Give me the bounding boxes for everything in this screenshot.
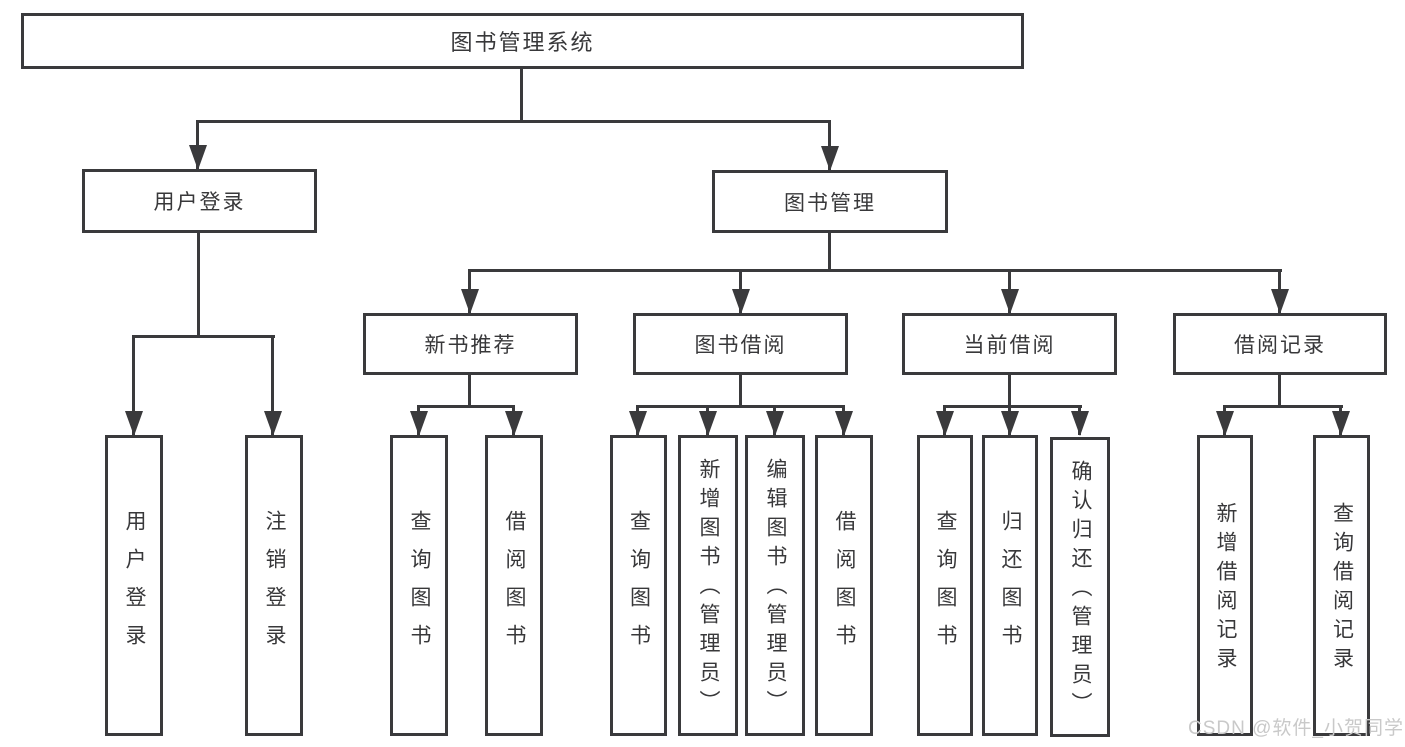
node-current-borrow: 当前借阅 [902,313,1117,375]
connector-level2-rail [197,120,831,123]
arrow-to-borrow-books-2 [842,405,845,435]
node-new-book-recommend: 新书推荐 [363,313,578,375]
leaf-query-books-borrow: 查询图书 [610,435,667,736]
leaf-add-book-admin: 新增图书（管理员） [678,435,738,736]
node-book-management: 图书管理 [712,170,948,233]
arrow-to-leaf-user-login [132,335,135,435]
arrow-to-book-borrow [739,269,742,313]
arrow-to-borrow-records [1278,269,1281,313]
leaf-return-books: 归还图书 [982,435,1038,736]
arrow-to-return-books [1008,405,1011,435]
leaf-borrow-books-borrow: 借阅图书 [815,435,873,736]
leaf-borrow-books-recommend: 借阅图书 [485,435,543,736]
connector-current-borrow-rail [943,405,1082,408]
connector-current-borrow-trunk [1008,375,1011,408]
leaf-confirm-return-admin: 确认归还（管理员） [1050,437,1110,737]
connector-user-login-rail [132,335,275,338]
csdn-watermark: CSDN @软件_小贺同学 [1188,718,1404,739]
connector-book-borrow-trunk [739,375,742,408]
connector-book-management-trunk [828,233,831,272]
node-user-login: 用户登录 [82,169,317,233]
arrow-to-add-borrow-record [1223,405,1226,435]
node-book-borrow: 图书借阅 [633,313,848,375]
arrow-to-borrow-books-1 [512,405,515,435]
arrow-to-query-borrow-record [1339,405,1342,435]
leaf-edit-book-admin: 编辑图书（管理员） [745,435,805,736]
arrow-to-add-book [706,405,709,435]
leaf-query-books-recommend: 查询图书 [390,435,448,736]
node-borrow-records: 借阅记录 [1173,313,1387,375]
arrow-to-edit-book [773,405,776,435]
arrow-to-query-books-2 [636,405,639,435]
arrow-to-confirm-return [1078,405,1081,435]
leaf-add-borrow-record: 新增借阅记录 [1197,435,1253,736]
arrow-to-user-login [196,120,199,169]
arrow-to-book-management [828,120,831,170]
leaf-query-books-current: 查询图书 [917,435,973,736]
leaf-query-borrow-record: 查询借阅记录 [1313,435,1370,736]
arrow-to-query-books-3 [943,405,946,435]
arrow-to-query-books-1 [417,405,420,435]
connector-user-login-trunk [197,233,200,338]
leaf-logout: 注销登录 [245,435,303,736]
connector-level3-rail [468,269,1282,272]
connector-root-trunk [520,69,523,123]
leaf-user-login: 用户登录 [105,435,163,736]
connector-borrow-records-trunk [1278,375,1281,408]
connector-new-book-rail [417,405,515,408]
connector-new-book-trunk [468,375,471,408]
connector-book-borrow-rail [636,405,845,408]
node-library-management-system: 图书管理系统 [21,13,1024,69]
arrow-to-new-book-recommend [468,269,471,313]
arrow-to-current-borrow [1008,269,1011,313]
arrow-to-leaf-logout [271,335,274,435]
connector-borrow-records-rail [1223,405,1343,408]
